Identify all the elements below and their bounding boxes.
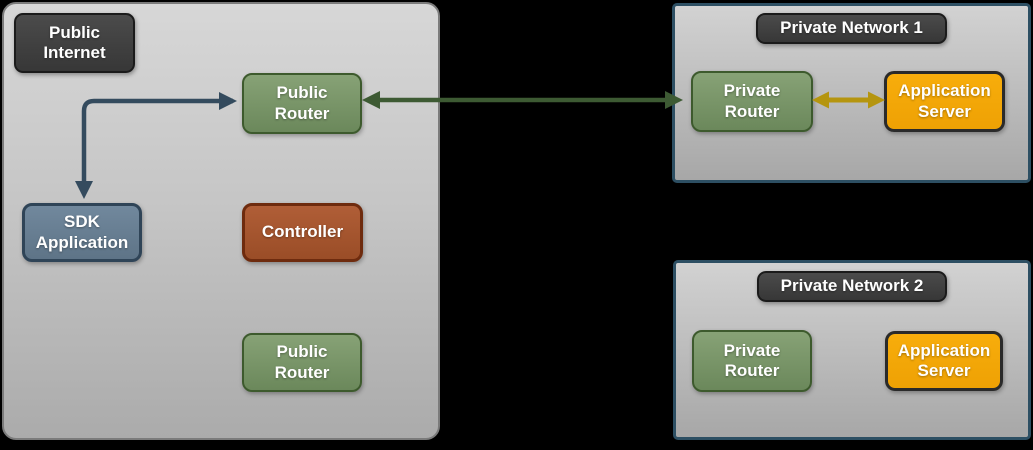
public-internet-label: Public Internet [14, 13, 135, 73]
private-network-2-zone: Private Network 2 Private Router Applica… [673, 260, 1031, 440]
node-public-router-top: Public Router [242, 73, 362, 134]
node-private-router-2: Private Router [692, 330, 812, 392]
node-private-router-1: Private Router [691, 71, 813, 132]
node-controller: Controller [242, 203, 363, 262]
node-public-router-bottom: Public Router [242, 333, 362, 392]
private-network-2-label: Private Network 2 [757, 271, 947, 302]
node-application-server-1: Application Server [884, 71, 1005, 132]
node-sdk-application: SDK Application [22, 203, 142, 262]
node-application-server-2: Application Server [885, 331, 1003, 391]
public-internet-zone: Public Internet Public Router SDK Applic… [2, 2, 440, 440]
private-network-1-zone: Private Network 1 Private Router Applica… [672, 3, 1031, 183]
private-network-1-label: Private Network 1 [756, 13, 947, 44]
